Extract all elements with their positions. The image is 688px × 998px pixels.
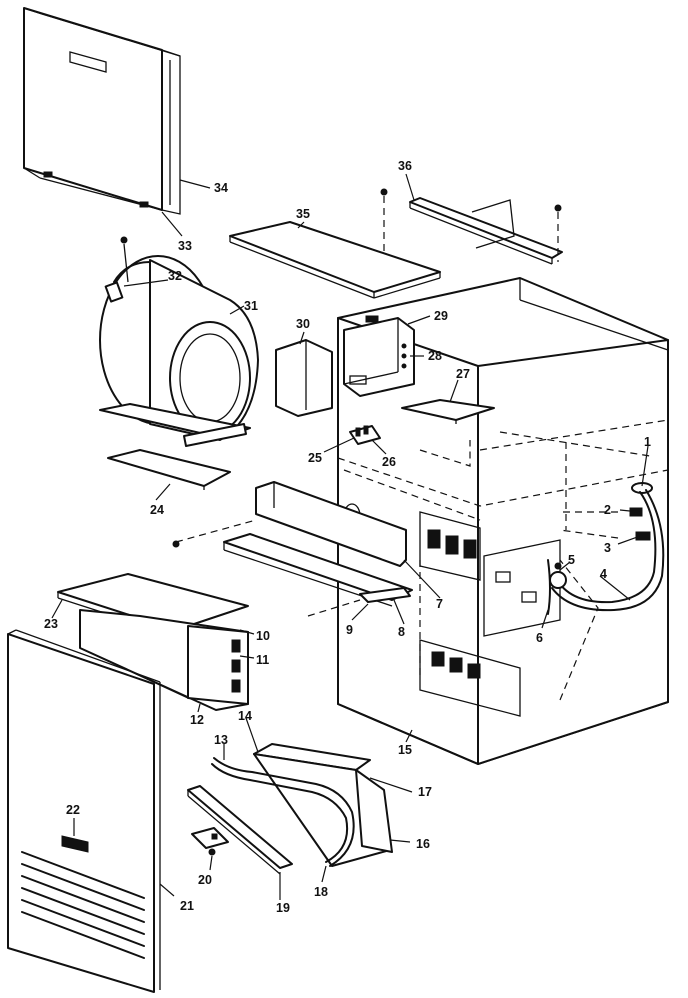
callout-13: 13 [214, 733, 228, 747]
callout-1: 1 [644, 435, 651, 449]
mounting-strip [107, 449, 231, 490]
inner-plate [401, 399, 495, 424]
callout-36: 36 [398, 159, 412, 173]
callout-group: 1 2 3 4 5 6 7 8 9 10 11 12 13 14 15 16 1… [44, 159, 651, 915]
top-rail [380, 188, 563, 265]
callout-26: 26 [382, 455, 396, 469]
callout-22: 22 [66, 803, 80, 817]
callout-10: 10 [256, 629, 270, 643]
callout-9: 9 [346, 623, 353, 637]
callout-21: 21 [180, 899, 194, 913]
callout-5: 5 [568, 553, 575, 567]
callout-34: 34 [214, 181, 228, 195]
top-plate [229, 221, 441, 299]
control-box [343, 315, 415, 397]
callout-14: 14 [238, 709, 252, 723]
blower-assembly [99, 236, 259, 447]
callout-16: 16 [416, 837, 430, 851]
callout-28: 28 [428, 349, 442, 363]
callout-20: 20 [198, 873, 212, 887]
lower-door-panel [7, 629, 161, 993]
louvre-rows [21, 851, 145, 959]
callout-27: 27 [456, 367, 470, 381]
callout-30: 30 [296, 317, 310, 331]
callout-8: 8 [398, 625, 405, 639]
manifold-assembly [187, 743, 393, 875]
callout-3: 3 [604, 541, 611, 555]
heat-exchanger [79, 609, 249, 711]
relay-bracket [349, 425, 381, 445]
upper-door-panel [23, 7, 181, 215]
callout-18: 18 [314, 885, 328, 899]
callout-32: 32 [168, 269, 182, 283]
callout-35: 35 [296, 207, 310, 221]
small-bracket [191, 827, 229, 856]
callout-4: 4 [600, 567, 607, 581]
callout-25: 25 [308, 451, 322, 465]
callout-31: 31 [244, 299, 258, 313]
callout-19: 19 [276, 901, 290, 915]
callout-29: 29 [434, 309, 448, 323]
callout-11: 11 [256, 653, 269, 667]
callout-33: 33 [178, 239, 192, 253]
burner-rails [172, 481, 413, 617]
callout-12: 12 [190, 713, 204, 727]
callout-17: 17 [418, 785, 432, 799]
callout-7: 7 [436, 597, 443, 611]
callout-6: 6 [536, 631, 543, 645]
callout-23: 23 [44, 617, 58, 631]
control-cover [275, 339, 333, 417]
cabinet [337, 277, 669, 765]
callout-2: 2 [604, 503, 611, 517]
callout-15: 15 [398, 743, 412, 757]
callout-24: 24 [150, 503, 164, 517]
